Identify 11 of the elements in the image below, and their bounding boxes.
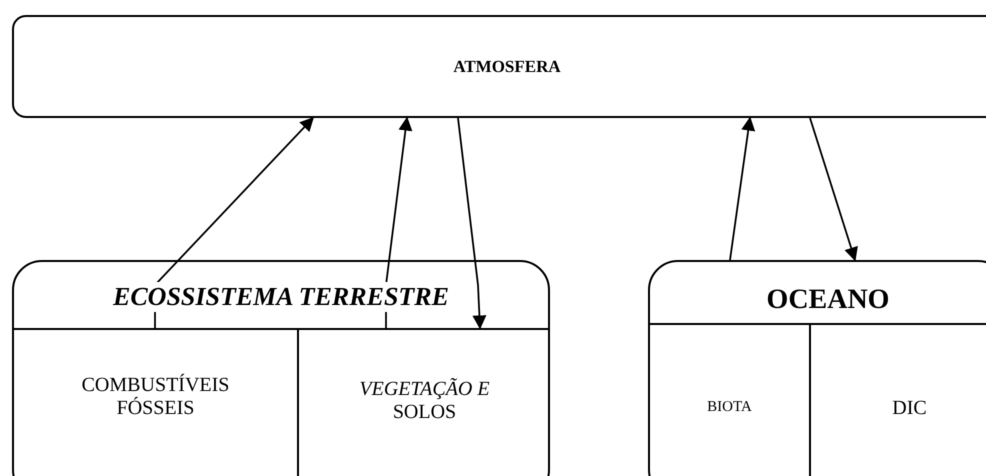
arrow: [457, 118, 486, 330]
arrow: [385, 116, 412, 328]
arrow: [809, 118, 858, 262]
compartment: [809, 323, 986, 476]
process-box: [12, 15, 986, 118]
compartment: [297, 328, 550, 476]
container-box: [12, 260, 550, 476]
arrow: [729, 116, 756, 260]
heading: ECOSSISTEMA TERRESTRE: [111, 282, 451, 312]
container-box: [648, 260, 986, 476]
arrow: [154, 116, 314, 328]
